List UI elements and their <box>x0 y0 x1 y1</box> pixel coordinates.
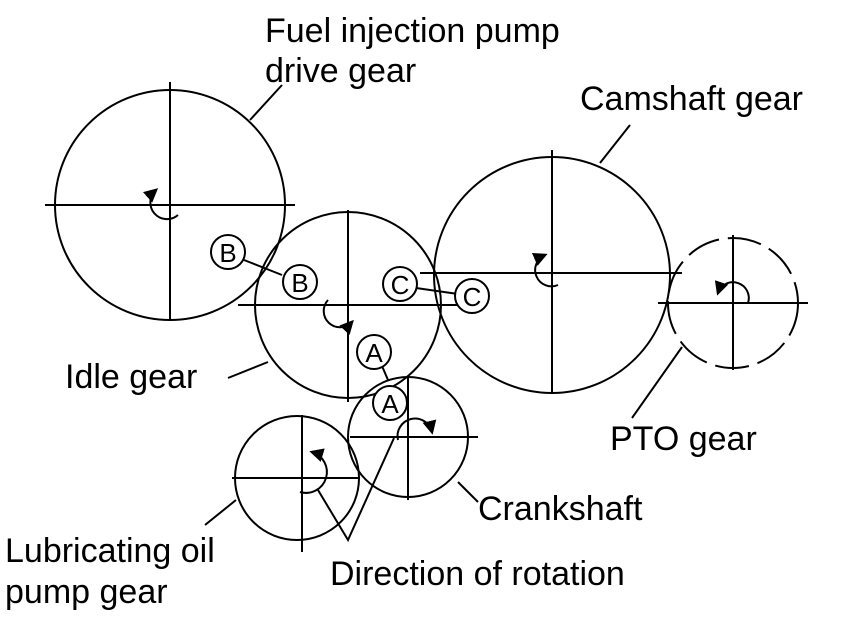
label-crankshaft: Crankshaft <box>478 490 643 528</box>
leader-pto <box>631 346 683 419</box>
svg-text:B: B <box>291 268 308 298</box>
rotation-arrow-fuel-pump <box>142 188 179 221</box>
leader-rotation <box>317 437 395 543</box>
label-lube-pump-line1: Lubricating oil <box>5 532 215 570</box>
pto-gear <box>658 235 808 370</box>
leader-idle <box>227 361 269 379</box>
crankshaft-gear <box>347 376 478 500</box>
svg-text:B: B <box>219 238 236 268</box>
leader-marker-c <box>415 287 459 295</box>
label-fuel-pump-line1: Fuel injection pump <box>265 12 560 50</box>
svg-text:A: A <box>365 338 383 368</box>
rotation-arrow-camshaft <box>531 253 559 288</box>
svg-text:C: C <box>463 282 482 312</box>
rotation-arrow-crankshaft <box>396 417 437 441</box>
label-lube-pump-line2: pump gear <box>5 573 168 611</box>
idle-gear <box>238 210 458 402</box>
marker-c-left: C <box>382 266 418 302</box>
svg-text:A: A <box>381 389 399 419</box>
label-idle: Idle gear <box>65 358 197 396</box>
leader-camshaft <box>599 124 631 164</box>
leader-lube-pump <box>204 499 237 526</box>
rotation-arrow-pto <box>714 280 750 304</box>
rotation-arrow-idle <box>322 299 354 335</box>
fuel-injection-pump-drive-gear <box>45 82 295 321</box>
lubricating-oil-pump-gear <box>232 415 360 552</box>
label-camshaft: Camshaft gear <box>580 80 803 118</box>
rotation-arrow-lube-pump <box>299 448 328 494</box>
marker-c-right: C <box>454 278 490 314</box>
svg-text:C: C <box>391 270 410 300</box>
label-pto: PTO gear <box>610 420 757 458</box>
leader-marker-b <box>243 259 283 276</box>
label-rotation: Direction of rotation <box>330 555 625 593</box>
camshaft-gear <box>420 150 682 394</box>
marker-b-right: B <box>282 264 318 300</box>
marker-b-left: B <box>210 234 246 270</box>
leader-fuel-pump <box>249 84 283 121</box>
leader-marker-a <box>381 365 389 381</box>
marker-a-upper: A <box>356 334 392 370</box>
marker-a-lower: A <box>372 385 408 421</box>
leader-crankshaft <box>457 481 479 503</box>
label-fuel-pump-line2: drive gear <box>265 52 416 90</box>
